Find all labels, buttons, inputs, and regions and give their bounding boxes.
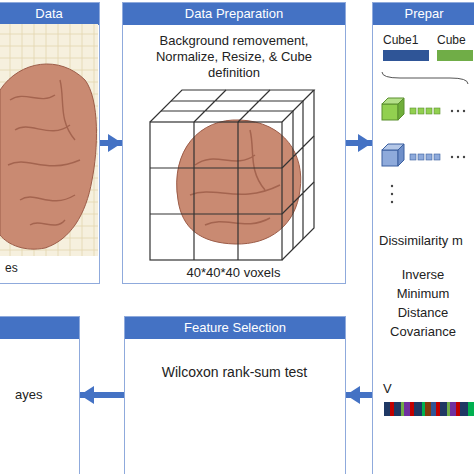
stage-text: es — [5, 261, 18, 276]
stage-panel: Data PreparationBackground removement, N… — [122, 2, 346, 284]
stage-text: Background removement, Normalize, Resize… — [133, 33, 335, 81]
stage-title: Data Preparation — [123, 3, 345, 25]
stage-title: Feature Selection — [125, 317, 345, 339]
header-bar — [0, 317, 79, 339]
stage-panel: Data es — [0, 2, 100, 284]
flow-arrow — [100, 140, 122, 146]
cube-bar — [437, 50, 473, 61]
cube-label: Cube1 — [381, 33, 431, 65]
stage-text: Dissimilarity m — [379, 233, 463, 249]
flow-arrow — [346, 140, 372, 146]
flow-arrow — [346, 392, 372, 398]
stage-text: Cube — [437, 33, 466, 48]
cube-label: Cube — [435, 33, 474, 65]
stage-text: ayes — [15, 387, 42, 403]
stage-text: V — [383, 381, 392, 397]
stage-panel: Feature SelectionWilcoxon rank-sum test — [124, 316, 346, 474]
cube-bar — [383, 50, 429, 61]
stage-title: Prepar — [373, 3, 474, 25]
flow-arrow — [80, 392, 124, 398]
stage-panel: ayes — [0, 316, 80, 474]
stage-text: Cube1 — [383, 33, 418, 48]
stage-text: Wilcoxon rank-sum test — [125, 363, 344, 381]
stage-title: Data — [0, 3, 99, 25]
stage-panel: PreparDissimilarity m Inverse Minimum Dis… — [372, 2, 474, 474]
stage-text: Inverse Minimum Distance Covariance — [385, 265, 461, 341]
stage-text: 40*40*40 voxels — [123, 265, 344, 281]
